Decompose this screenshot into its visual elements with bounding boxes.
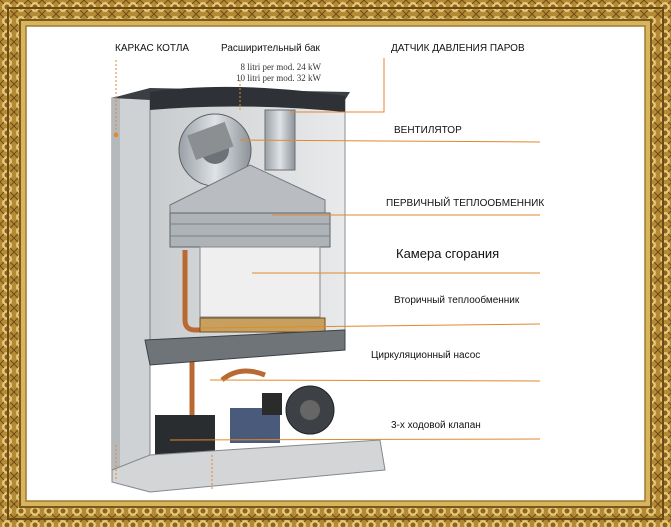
- label-primary-exchanger: ПЕРВИЧНЫЙ ТЕПЛООБМЕННИК: [386, 198, 544, 209]
- label-three-way-valve: 3-х ходовой клапан: [391, 420, 481, 431]
- label-pressure-sensor: ДАТЧИК ДАВЛЕНИЯ ПАРОВ: [391, 43, 525, 54]
- label-circulation-pump: Циркуляционный насос: [371, 350, 480, 361]
- tank-spec-line2: 10 litri per mod. 32 kW: [236, 73, 321, 84]
- label-fan: ВЕНТИЛЯТОР: [394, 125, 462, 136]
- label-frame: КАРКАС КОТЛА: [115, 43, 189, 54]
- label-expansion-tank: Расширительный бак: [221, 43, 320, 54]
- tank-spec: 8 litri per mod. 24 kW 10 litri per mod.…: [236, 62, 321, 84]
- tank-spec-line1: 8 litri per mod. 24 kW: [236, 62, 321, 73]
- label-secondary-exchanger: Вторичный теплообменник: [394, 295, 519, 306]
- label-combustion-chamber: Камера сгорания: [396, 246, 499, 261]
